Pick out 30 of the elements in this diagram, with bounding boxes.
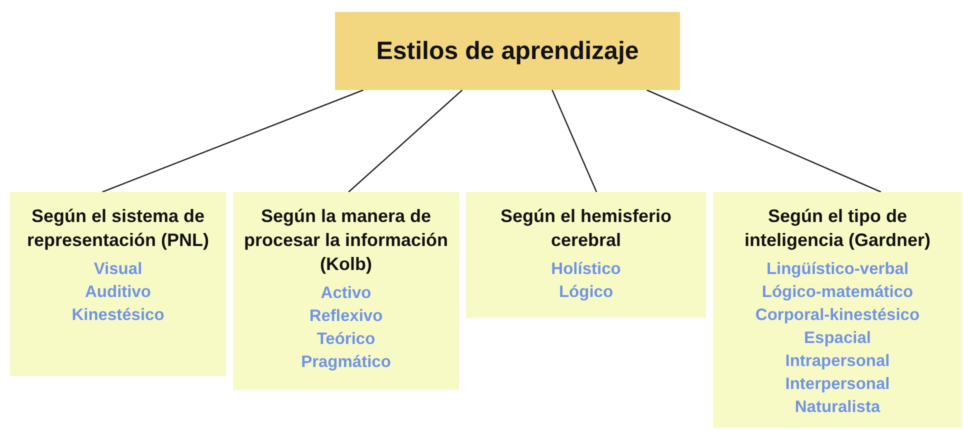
connector-line: [102, 89, 364, 193]
category-box: [10, 192, 226, 376]
category-heading: Según el tipo de inteligencia (Gardner): [743, 205, 932, 252]
style-item: Teórico: [316, 329, 376, 350]
style-item: Espacial: [804, 328, 871, 349]
category-box: [466, 192, 706, 318]
style-item: Lógico-matemático: [762, 282, 914, 303]
style-item: Interpersonal: [785, 374, 890, 395]
style-item: Activo: [320, 283, 372, 304]
style-item: Kinestésico: [72, 305, 164, 326]
style-item: Auditivo: [85, 282, 151, 303]
connector-line: [348, 90, 463, 192]
style-item: Pragmático: [301, 352, 391, 373]
style-item: Corporal-kinestésico: [755, 305, 920, 326]
style-item: Visual: [94, 259, 142, 280]
style-item: Lógico: [558, 282, 614, 303]
category-heading: Según la manera de procesar la información (Kolb): [242, 205, 450, 276]
connector-line: [646, 89, 882, 193]
connector-line: [552, 90, 598, 192]
style-item: Reflexivo: [309, 306, 383, 327]
style-item: Intrapersonal: [785, 351, 890, 372]
category-heading: Según el hemisferio cerebral: [499, 205, 673, 252]
title-box: [335, 12, 680, 90]
style-item: Naturalista: [794, 397, 880, 418]
style-item: Lingüístico-verbal: [766, 259, 909, 280]
category-box: [233, 192, 459, 390]
title: Estilos de aprendizaje: [376, 36, 639, 66]
category-heading: Según el sistema de representación (PNL): [26, 205, 210, 252]
style-item: Holístico: [551, 259, 621, 280]
category-box: [713, 192, 962, 428]
